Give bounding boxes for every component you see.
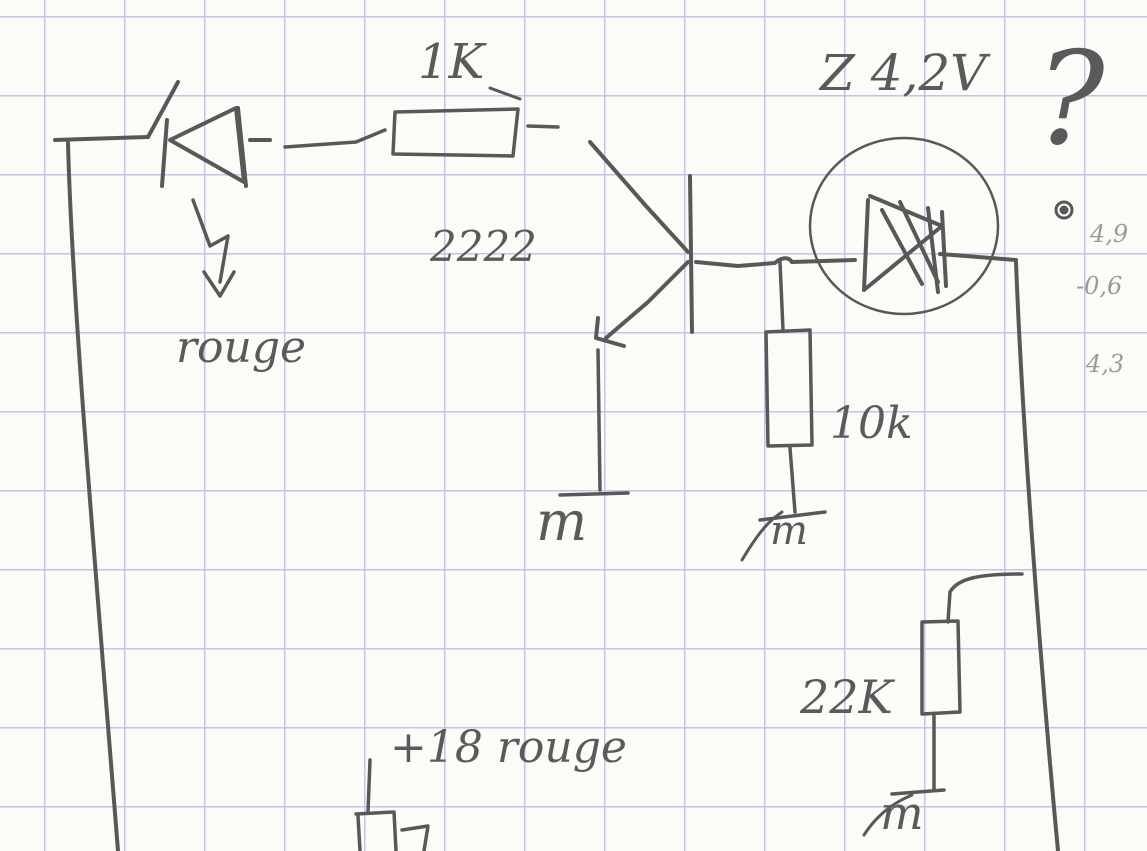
supply-wire-fragment [354, 758, 430, 851]
left-rail-wire [53, 135, 150, 851]
ground-scribble-3 [862, 793, 914, 837]
emitter-ground-wire [558, 348, 630, 497]
zener-circle [808, 136, 1000, 316]
ground-scribble-2 [740, 510, 784, 562]
label-1k: 1K [418, 34, 485, 90]
side-note-1: 4,9 [1090, 220, 1129, 248]
probe-dot [1054, 200, 1074, 220]
zener-diode [790, 194, 1018, 294]
label-10k: 10k [830, 398, 913, 449]
side-note-3: 4,3 [1086, 350, 1125, 378]
resistor-1k [283, 107, 560, 158]
resistor-22k [890, 572, 1024, 796]
transistor-symbol [588, 140, 794, 348]
resistor-10k [758, 260, 827, 522]
ground-label-2: m [770, 508, 808, 554]
led-symbol [146, 80, 272, 188]
label-22k: 22K [800, 670, 893, 724]
label-rouge: rouge [176, 322, 307, 373]
label-plus-18-rouge: +18 rouge [390, 722, 627, 773]
side-note-2: -0,6 [1076, 272, 1123, 300]
label-1k-pointer [488, 86, 522, 101]
ground-label-3: m [880, 786, 924, 840]
label-zener-4-2v: Z 4,2V [820, 44, 987, 102]
ground-label-1: m [536, 490, 588, 553]
label-2222: 2222 [430, 222, 537, 271]
right-rail-wire [1014, 260, 1060, 851]
question-mark: ? [1036, 25, 1105, 174]
led-light-arrow [191, 198, 236, 298]
